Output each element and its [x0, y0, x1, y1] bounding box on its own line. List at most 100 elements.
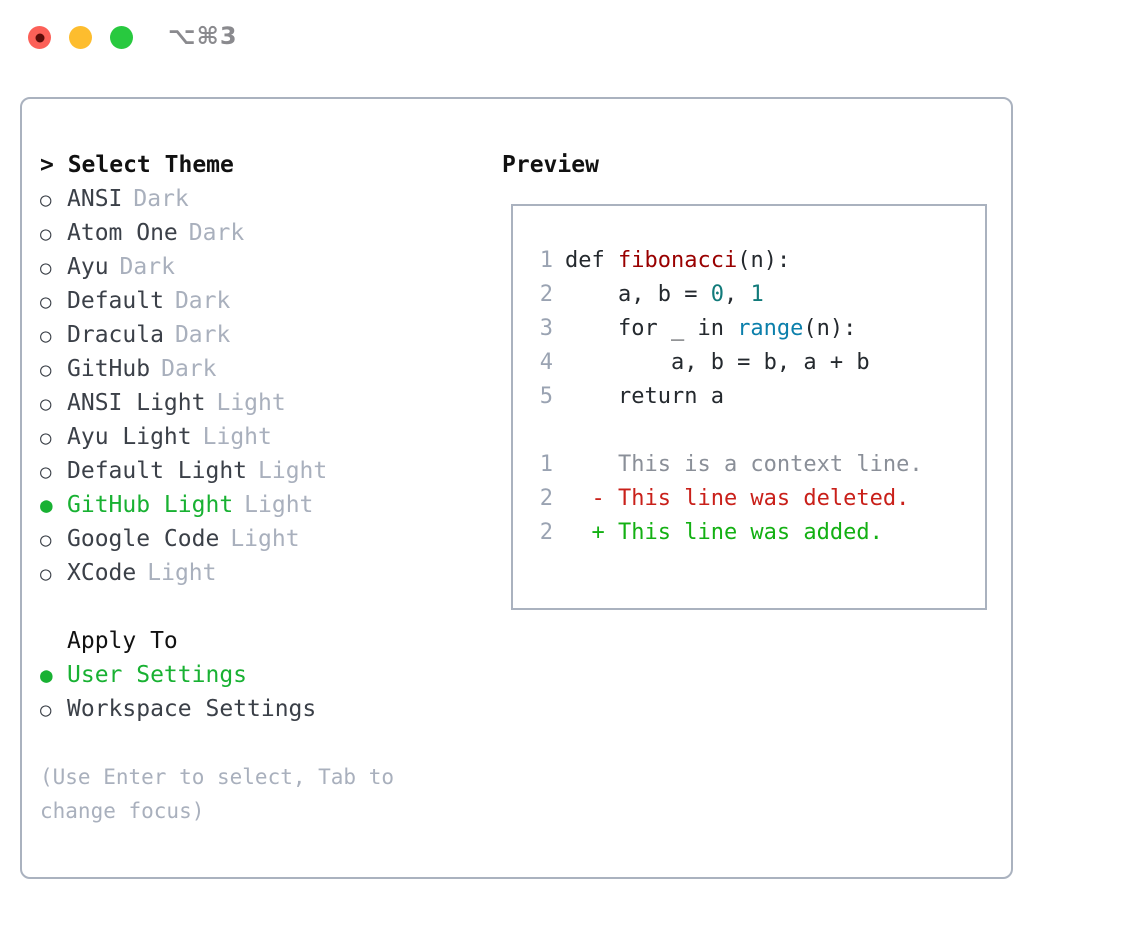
diff-line: 2 + This line was added.	[527, 516, 977, 550]
radio-empty-icon[interactable]: ○	[40, 257, 52, 279]
close-button[interactable]	[28, 26, 51, 49]
theme-option-category: Dark	[188, 220, 245, 246]
theme-option-atom-one[interactable]: ○ Atom One Dark	[40, 216, 490, 250]
code-line: 3 for _ in range(n):	[527, 312, 977, 346]
theme-option-label: ANSI Light	[67, 390, 206, 416]
apply-to-option-workspace-settings[interactable]: ○Workspace Settings	[40, 692, 490, 726]
code-line: 4 a, b = b, a + b	[527, 346, 977, 380]
code-token: ,	[723, 282, 751, 307]
theme-option-category: Dark	[174, 288, 231, 314]
theme-option-category: Dark	[174, 322, 231, 348]
section-spacer	[40, 590, 490, 624]
diff-text: This line was deleted.	[617, 486, 910, 511]
code-diff-spacer	[527, 414, 977, 448]
diff-line-number: 2	[539, 520, 553, 545]
code-line-content: return a	[565, 380, 724, 414]
theme-option-category: Light	[244, 492, 314, 518]
diff-line-number: 2	[539, 486, 553, 511]
code-token: (n):	[737, 248, 791, 273]
title-bar: ⌥⌘3	[0, 0, 1140, 76]
code-token: fibonacci	[617, 248, 738, 273]
code-token: range	[737, 316, 804, 341]
minimize-button[interactable]	[69, 26, 92, 49]
radio-empty-icon[interactable]: ○	[40, 223, 52, 245]
radio-empty-icon[interactable]: ○	[40, 189, 52, 211]
theme-option-default-light[interactable]: ○ Default Light Light	[40, 454, 490, 488]
radio-selected-icon[interactable]: ●	[40, 493, 53, 517]
theme-option-category: Dark	[119, 254, 175, 280]
radio-selected-icon[interactable]: ●	[40, 663, 53, 687]
radio-empty-icon[interactable]: ○	[40, 325, 52, 347]
keyboard-shortcut-label: ⌥⌘3	[168, 22, 238, 50]
code-token: def	[565, 248, 618, 273]
radio-empty-icon[interactable]: ○	[40, 359, 52, 381]
code-token: a, b =	[565, 282, 711, 307]
theme-picker-title: > Select Theme	[40, 152, 234, 178]
code-token: 1	[750, 282, 764, 307]
code-line-content: for _ in range(n):	[565, 312, 856, 346]
theme-option-ansi[interactable]: ○ ANSI Dark	[40, 182, 490, 216]
radio-empty-icon[interactable]: ○	[40, 461, 52, 483]
theme-option-label: GitHub	[67, 356, 151, 382]
theme-option-ansi-light[interactable]: ○ ANSI Light Light	[40, 386, 490, 420]
theme-option-label: Ayu Light	[67, 424, 192, 450]
code-token: 0	[710, 282, 724, 307]
theme-option-default[interactable]: ○ Default Dark	[40, 284, 490, 318]
code-line-content: def fibonacci(n):	[565, 244, 790, 278]
code-line-number: 1	[539, 248, 553, 273]
theme-option-category: Light	[202, 424, 272, 450]
radio-empty-icon[interactable]: ○	[40, 563, 52, 585]
apply-to-option-label: User Settings	[67, 662, 248, 688]
theme-option-github-light[interactable]: ● GitHub Light Light	[40, 488, 490, 522]
code-line-number: 3	[539, 316, 553, 341]
apply-to-title: Apply To	[67, 628, 178, 654]
keyboard-hint: (Use Enter to select, Tab to change focu…	[40, 765, 395, 823]
theme-option-ayu-light[interactable]: ○ Ayu Light Light	[40, 420, 490, 454]
theme-option-category: Dark	[161, 356, 217, 382]
code-line-number: 4	[539, 350, 553, 375]
theme-option-github[interactable]: ○ GitHub Dark	[40, 352, 490, 386]
diff-block: 1 This is a context line.2 - This line w…	[527, 448, 977, 550]
code-line-number: 5	[539, 384, 553, 409]
apply-to-option-user-settings[interactable]: ● User Settings	[40, 658, 490, 692]
theme-option-label: XCode	[67, 560, 137, 586]
code-line: 1 def fibonacci(n):	[527, 244, 977, 278]
theme-option-category: Light	[216, 390, 286, 416]
radio-empty-icon[interactable]: ○	[40, 529, 52, 551]
theme-option-label: Default	[67, 288, 164, 314]
theme-option-label: Atom One	[67, 220, 178, 246]
theme-option-category: Light	[230, 526, 300, 552]
diff-text: This line was added.	[617, 520, 883, 545]
theme-option-category: Dark	[133, 186, 189, 212]
theme-option-label: Default Light	[67, 458, 248, 484]
code-line: 5 return a	[527, 380, 977, 414]
radio-empty-icon[interactable]: ○	[40, 291, 52, 313]
theme-option-category: Light	[258, 458, 328, 484]
code-line-content: a, b = 0, 1	[565, 278, 764, 312]
theme-option-label: Google Code	[67, 526, 220, 552]
diff-marker: -	[565, 486, 618, 511]
theme-option-google-code[interactable]: ○ Google Code Light	[40, 522, 490, 556]
radio-empty-icon[interactable]: ○	[40, 393, 52, 415]
code-token: (n):	[803, 316, 857, 341]
diff-line-number: 1	[539, 452, 553, 477]
theme-option-label: GitHub Light	[67, 492, 234, 518]
diff-marker: +	[565, 520, 618, 545]
radio-empty-icon[interactable]: ○	[40, 427, 52, 449]
radio-empty-icon[interactable]: ○	[40, 699, 52, 721]
theme-option-label: Dracula	[67, 322, 164, 348]
theme-option-label: ANSI	[67, 186, 123, 212]
theme-option-dracula[interactable]: ○ Dracula Dark	[40, 318, 490, 352]
apply-to-list[interactable]: ● User Settings ○Workspace Settings	[40, 658, 490, 726]
code-token: a, b = b, a + b	[565, 350, 870, 375]
maximize-button[interactable]	[110, 26, 133, 49]
